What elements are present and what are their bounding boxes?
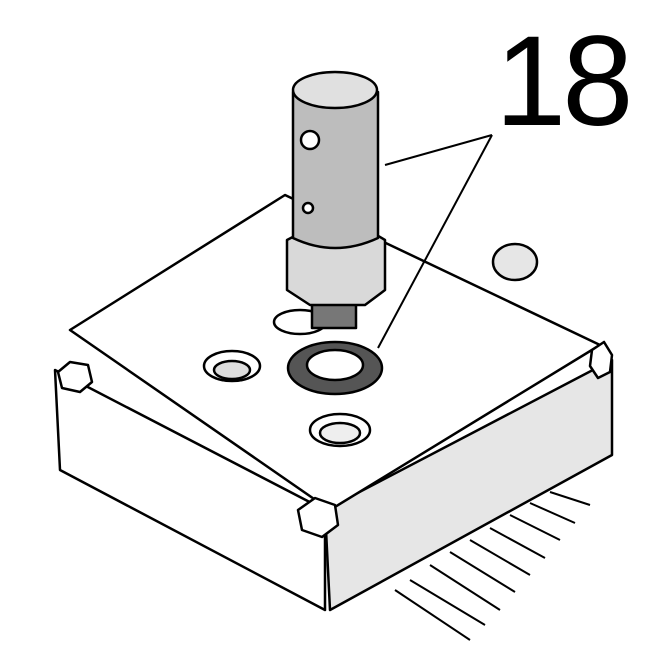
housing-left-side [53,368,327,612]
housing-right-side [323,358,614,612]
sensor-cap [291,70,379,110]
callout-leader-lines [377,134,493,349]
callout-number: 18 [495,10,633,153]
side-fitting [491,242,539,282]
connector-pins [394,491,591,641]
sensor-body [291,90,380,250]
corner-bolt [56,340,614,539]
